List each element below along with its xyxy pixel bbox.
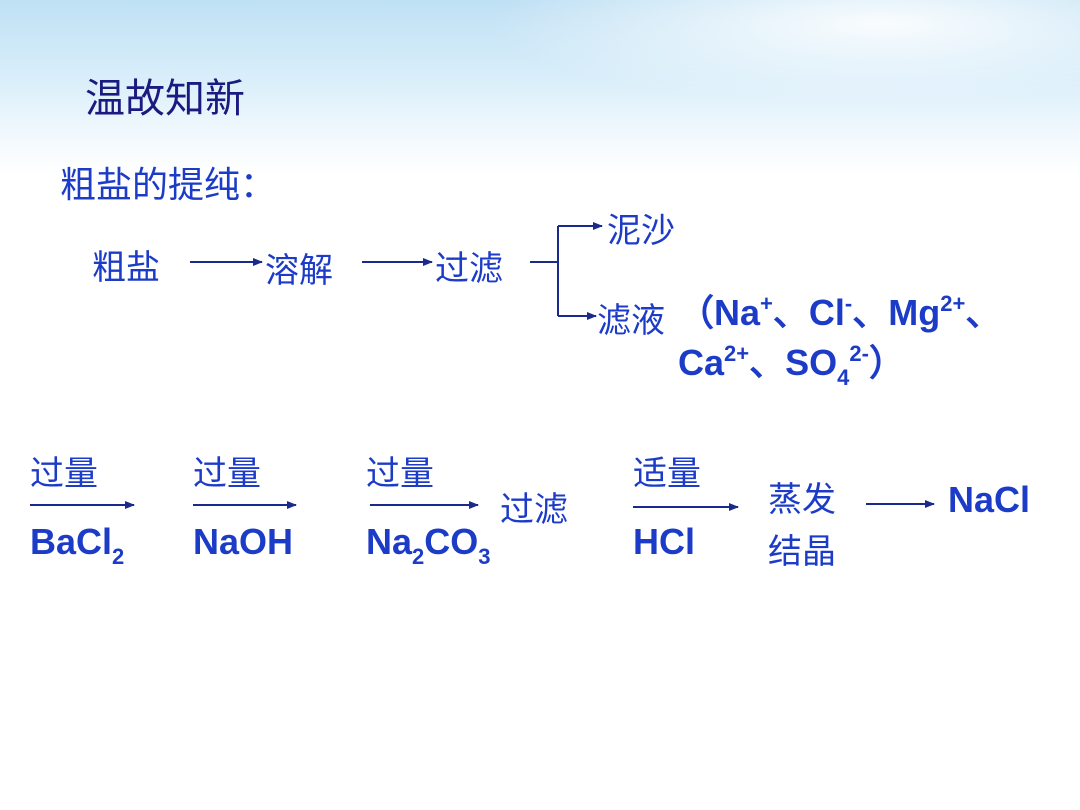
- branch-filtrate: 滤液: [597, 301, 665, 341]
- ion-list-line1: （Na+、Cl-、Mg2+、: [678, 291, 1002, 333]
- reagent-bacl2: BaCl2: [30, 521, 125, 569]
- reagent-amount-1: 过量: [30, 454, 98, 494]
- reagent-amount-2: 过量: [193, 454, 261, 494]
- step-crystallize: 结晶: [768, 532, 836, 572]
- ion-list-line2: Ca2+、SO42-）: [678, 341, 905, 390]
- slide-subtitle: 粗盐的提纯：: [60, 165, 277, 206]
- step-crude-salt: 粗盐: [92, 248, 160, 288]
- step-filter: 过滤: [435, 249, 503, 289]
- step-evaporate: 蒸发: [768, 480, 836, 520]
- reagent-na2co3: Na2CO3: [366, 521, 491, 569]
- reagent-amount-3: 过量: [366, 454, 434, 494]
- header-highlight: [420, 0, 1080, 120]
- step-filter-2: 过滤: [500, 490, 568, 530]
- reagent-naoh: NaOH: [193, 521, 294, 562]
- reagent-amount-4: 适量: [633, 454, 701, 494]
- reagent-hcl: HCl: [633, 521, 695, 562]
- step-dissolve: 溶解: [265, 251, 333, 291]
- branch-sediment: 泥沙: [607, 211, 675, 251]
- slide-title: 温故知新: [85, 76, 245, 122]
- product-nacl: NaCl: [948, 479, 1031, 520]
